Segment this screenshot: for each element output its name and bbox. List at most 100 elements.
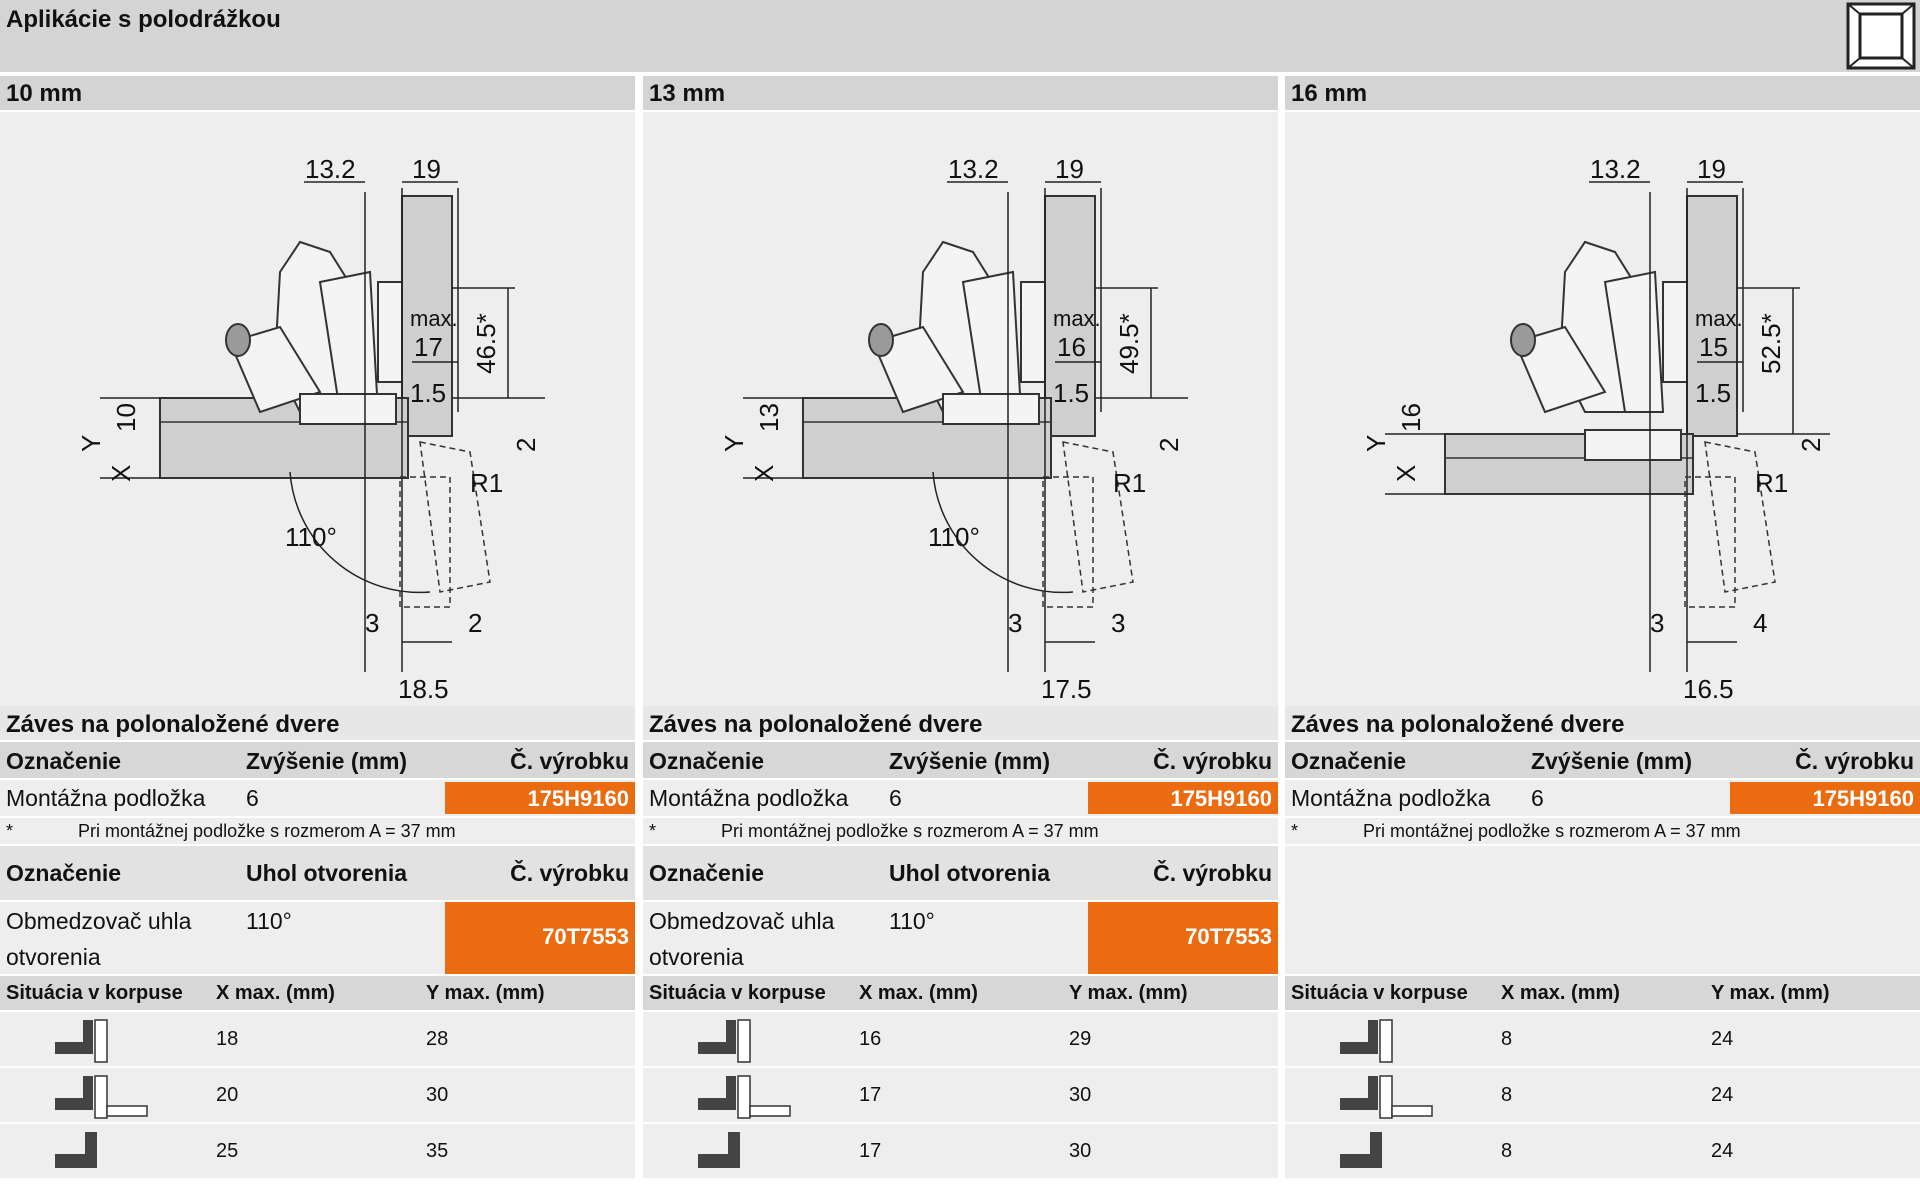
col-header-elevation: Zvýšenie (mm) xyxy=(1531,748,1693,774)
adjustment-screw xyxy=(868,323,894,357)
bottom-left: 3 xyxy=(1650,608,1664,638)
dim-thickness: 10 xyxy=(111,403,141,432)
bottom-left: 3 xyxy=(365,608,379,638)
radius-label: R1 xyxy=(470,468,503,498)
column-heading-label: 10 mm xyxy=(6,80,83,107)
footnote-star: * xyxy=(649,821,657,841)
corpus-situation-1-icon xyxy=(55,1019,108,1063)
radius-label: R1 xyxy=(1755,468,1788,498)
radius-label: R1 xyxy=(1113,468,1146,498)
designation-cell: Montážna podložka xyxy=(649,785,849,811)
y-max-value: 30 xyxy=(1069,1084,1092,1106)
dim-vertical: 52.5* xyxy=(1756,313,1786,374)
designation-cell: Montážna podložka xyxy=(1291,785,1491,811)
elevation-cell: 6 xyxy=(889,785,902,811)
product-number-70T7553[interactable]: 70T7553 xyxy=(445,902,635,974)
dim-13-2: 13.2 xyxy=(1590,154,1641,184)
dim-1-5: 1.5 xyxy=(410,378,446,408)
y-max-value: 24 xyxy=(1711,1140,1734,1162)
cabinet-side-panel xyxy=(1044,195,1096,437)
x-max-value: 25 xyxy=(216,1140,239,1162)
bottom-left: 3 xyxy=(1008,608,1022,638)
product-number-text: 175H9160 xyxy=(1812,786,1914,811)
col-header-product-number: Č. výrobku xyxy=(510,860,629,886)
dim-x: X xyxy=(106,465,136,482)
opening-angle-cell: 110° xyxy=(889,908,935,934)
col-header-situation: Situácia v korpuse xyxy=(1291,982,1468,1004)
hinge-section-title-text: Záves na polonaložené dvere xyxy=(649,711,983,738)
limiter-name-line2: otvorenia xyxy=(649,944,744,970)
dim-2: 2 xyxy=(511,438,541,452)
corpus-situation-1-icon xyxy=(1340,1019,1393,1063)
col-header-x-max: X max. (mm) xyxy=(859,982,978,1004)
product-number-175H9160[interactable]: 175H9160 xyxy=(1088,782,1278,814)
col-header-opening-angle: Uhol otvorenia xyxy=(889,860,1051,886)
x-max-value: 17 xyxy=(859,1140,882,1162)
x-max-value: 8 xyxy=(1501,1140,1513,1162)
table1-row: Montážna podložka 6 175H9160 xyxy=(643,780,1278,816)
product-number-text: 175H9160 xyxy=(527,786,629,811)
hinge-body xyxy=(1513,240,1688,461)
product-number-175H9160[interactable]: 175H9160 xyxy=(1730,782,1920,814)
x-max-value: 17 xyxy=(859,1084,882,1106)
bottom-width: 18.5 xyxy=(398,674,449,704)
dim-thickness: 16 xyxy=(1396,403,1426,432)
limiter-name-line1: Obmedzovač uhla xyxy=(6,908,192,934)
column-heading-label: 16 mm xyxy=(1291,80,1368,107)
table1-row: Montážna podložka 6 175H9160 xyxy=(0,780,635,816)
col-header-opening-angle: Uhol otvorenia xyxy=(246,860,408,886)
x-max-value: 20 xyxy=(216,1084,239,1106)
page-header: Aplikácie s polodrážkou xyxy=(0,0,1920,72)
product-number-text: 70T7553 xyxy=(1185,924,1272,949)
hinge-section-title-text: Záves na polonaložené dvere xyxy=(6,711,340,738)
product-number-text: 175H9160 xyxy=(1170,786,1272,811)
dim-x: X xyxy=(749,465,779,482)
empty-panel xyxy=(1285,846,1920,974)
col-header-x-max: X max. (mm) xyxy=(1501,982,1620,1004)
footnote-star: * xyxy=(6,821,14,841)
x-max-value: 18 xyxy=(216,1028,239,1050)
max-value: 16 xyxy=(1057,332,1086,362)
elevation-cell: 6 xyxy=(246,785,259,811)
dim-13-2: 13.2 xyxy=(305,154,356,184)
col-header-situation: Situácia v korpuse xyxy=(6,982,183,1004)
dim-1-5: 1.5 xyxy=(1053,378,1089,408)
column-heading: 16 mm xyxy=(1285,76,1920,110)
hinge-body xyxy=(228,240,403,425)
corpus-situation-2-icon xyxy=(698,1075,791,1119)
col-header-product-number: Č. výrobku xyxy=(1153,748,1272,774)
corpus-situation-1-icon xyxy=(698,1019,751,1063)
dim-2: 2 xyxy=(1154,438,1184,452)
door-swing-arc xyxy=(932,471,1074,594)
angle-label: 110° xyxy=(285,522,337,552)
corpus-situation-2-icon xyxy=(55,1075,148,1119)
col-header-designation: Označenie xyxy=(1291,748,1407,774)
designation-cell: Montážna podložka xyxy=(6,785,206,811)
product-number-175H9160[interactable]: 175H9160 xyxy=(445,782,635,814)
product-number-70T7553[interactable]: 70T7553 xyxy=(1088,902,1278,974)
corpus-situation-3-icon xyxy=(55,1132,97,1168)
col-header-product-number: Č. výrobku xyxy=(510,748,629,774)
open-door-outline xyxy=(399,441,491,608)
dim-1-5: 1.5 xyxy=(1695,378,1731,408)
bottom-right: 2 xyxy=(468,608,482,638)
y-max-value: 35 xyxy=(426,1140,449,1162)
bottom-right: 3 xyxy=(1111,608,1125,638)
dim-19: 19 xyxy=(1055,154,1084,184)
elevation-cell: 6 xyxy=(1531,785,1544,811)
footnote-star: * xyxy=(1291,821,1299,841)
hinge-section-title-text: Záves na polonaložené dvere xyxy=(1291,711,1625,738)
col-header-product-number: Č. výrobku xyxy=(1153,860,1272,886)
bottom-width: 16.5 xyxy=(1683,674,1734,704)
